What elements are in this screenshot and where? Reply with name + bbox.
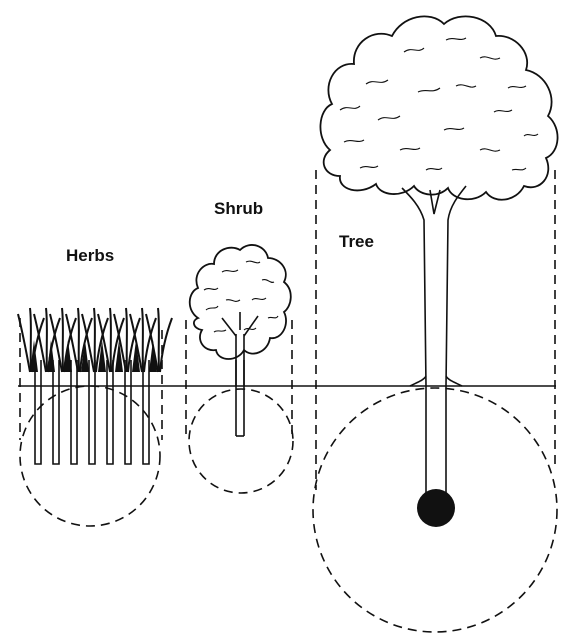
herb-root [107, 360, 113, 464]
herb-root [89, 360, 95, 464]
herb-blade [78, 308, 79, 372]
herbs-roots [35, 360, 149, 464]
herb-blade [62, 308, 63, 372]
tree-group [313, 16, 558, 632]
herb-blade [46, 308, 47, 372]
tree-trunk [446, 186, 466, 386]
shrub-root-zone [189, 389, 293, 493]
tree-root-ball [417, 489, 455, 527]
tree-root-flare [410, 376, 462, 386]
shrub-group [186, 245, 293, 493]
herb-root [35, 360, 41, 464]
herb-root [125, 360, 131, 464]
herb-blade [126, 308, 127, 372]
tree-trunk [402, 188, 426, 386]
shrub-canopy [190, 245, 291, 359]
herbs-group [18, 308, 172, 526]
herb-blade [94, 308, 95, 372]
herb-root [71, 360, 77, 464]
herb-blade [158, 308, 159, 372]
herb-tuft [47, 340, 55, 372]
shrub-label: Shrub [214, 199, 263, 219]
tree-label: Tree [339, 232, 374, 252]
herb-blade [142, 308, 143, 372]
herb-blade [30, 308, 31, 372]
herbs-label: Herbs [66, 246, 114, 266]
herb-blade [110, 308, 111, 372]
herb-root [53, 360, 59, 464]
